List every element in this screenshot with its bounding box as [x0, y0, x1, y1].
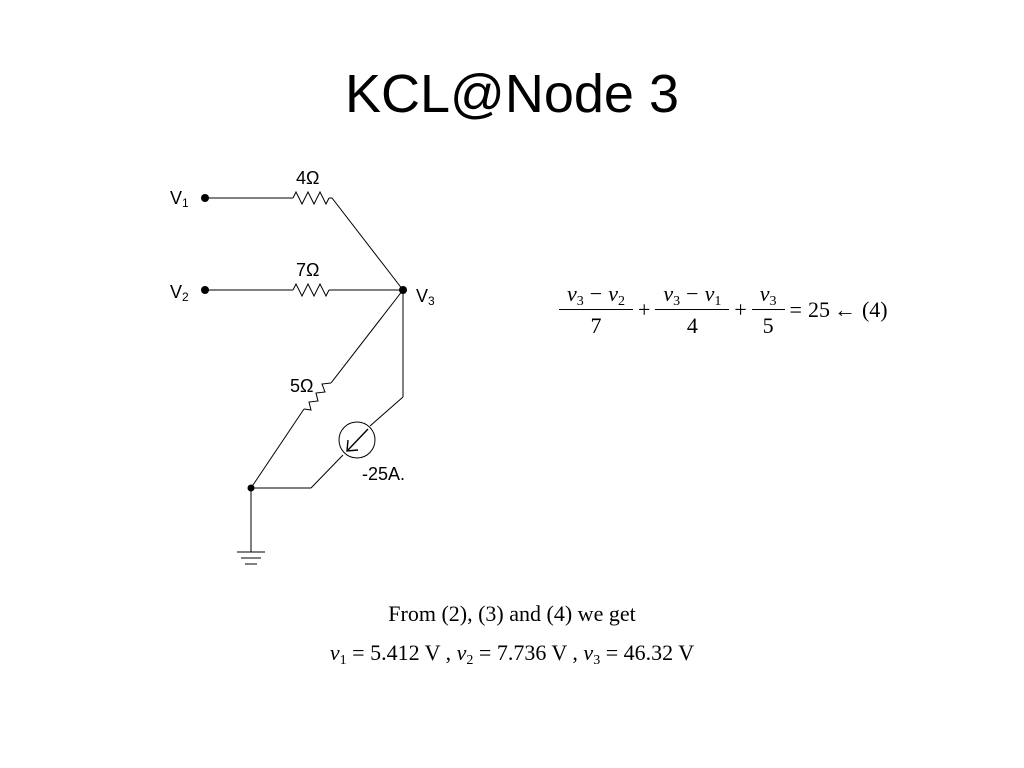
wire-5ohm-to-ground-node — [250, 408, 305, 489]
wire-v1-to-v3 — [329, 197, 404, 291]
resistor-4ohm — [292, 190, 330, 206]
resistor-5ohm — [303, 382, 332, 411]
wire-from-source — [310, 454, 344, 489]
resistor-label-4ohm: 4Ω — [296, 168, 320, 188]
fraction-term-3: v3 5 — [751, 281, 785, 339]
equation-tag: (4) — [861, 297, 888, 322]
equation-rhs: 25 — [807, 297, 830, 322]
slide-title: KCL@Node 3 — [345, 64, 679, 124]
wire-v3-to-5ohm — [330, 289, 404, 384]
source-arrow — [346, 428, 369, 452]
node-dot-v1 — [201, 194, 209, 202]
equals-sign: = — [789, 297, 802, 322]
plus-2: + — [734, 297, 747, 322]
node-dot-v3 — [399, 286, 407, 294]
fraction-term-1: v3−v2 7 — [559, 281, 633, 339]
plus-1: + — [637, 297, 651, 322]
resistor-label-7ohm: 7Ω — [296, 260, 320, 280]
result-values: v1 = 5.412 V , v2 = 7.736 V , v3 = 46.32… — [329, 640, 695, 668]
kcl-equation: v3−v2 7 + v3−v1 4 + v3 5 = 25 ← (4) — [559, 278, 888, 342]
node-dot-v2 — [201, 286, 209, 294]
node-label-v3: V3 — [416, 286, 435, 308]
node-dot-ground — [247, 484, 255, 492]
fraction-term-2: v3−v1 4 — [655, 281, 730, 339]
resistor-label-5ohm: 5Ω — [290, 376, 314, 396]
wire-to-source — [369, 396, 404, 427]
left-arrow-icon: ← — [833, 297, 856, 322]
node-label-v2: V2 — [170, 282, 189, 304]
node-label-v1: V1 — [170, 188, 189, 210]
result-intro: From (2), (3) and (4) we get — [388, 601, 636, 626]
resistor-7ohm — [292, 282, 330, 298]
source-label: -25A. — [362, 464, 406, 484]
current-source — [338, 421, 376, 459]
